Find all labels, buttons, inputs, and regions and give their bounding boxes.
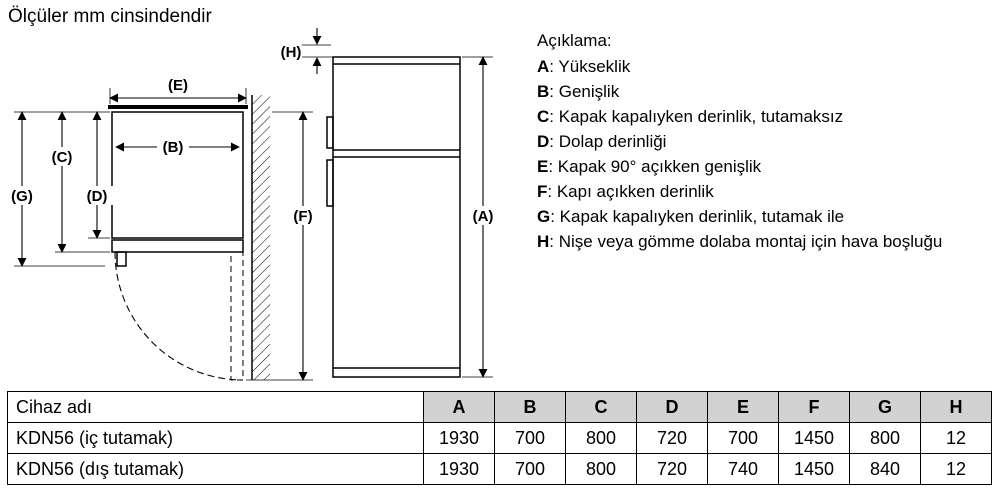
dim-label-F: (F) — [293, 208, 312, 225]
dim-C: (C) — [46, 111, 78, 253]
legend-text: : Dolap derinliği — [549, 132, 667, 151]
legend-item-A: A: Yükseklik — [537, 54, 967, 79]
door-swing-arc — [114, 251, 244, 381]
dimensions-table: Cihaz adı A B C D E F G H KDN56 (iç tuta… — [7, 391, 992, 485]
header-col-B: B — [494, 391, 566, 423]
header-col-D: D — [636, 391, 708, 423]
value-G: 800 — [849, 422, 921, 454]
legend-title: Açıklama: — [537, 31, 612, 50]
top-view: (E) (B) — [6, 77, 319, 381]
legend-letter: B — [537, 82, 550, 101]
legend-item-H: H: Nişe veya gömme dolaba montaj için ha… — [537, 229, 967, 254]
value-G: 840 — [849, 453, 921, 485]
dim-label-B: (B) — [163, 139, 184, 156]
legend: Açıklama: A: Yükseklik B: Genişlik C: Ka… — [537, 28, 967, 254]
upper-door-handle — [326, 116, 334, 149]
legend-text: : Kapı açıkken derinlik — [547, 182, 714, 201]
legend-text: : Genişlik — [549, 82, 620, 101]
legend-item-C: C: Kapak kapalıyken derinlik, tutamaksız — [537, 104, 967, 129]
value-F: 1450 — [778, 422, 850, 454]
value-C: 800 — [565, 422, 637, 454]
legend-text: : Kapak 90° açıkken genişlik — [548, 157, 762, 176]
value-H: 12 — [920, 422, 992, 454]
door-handle — [116, 251, 127, 267]
value-B: 700 — [494, 422, 566, 454]
fridge-outline — [332, 56, 461, 378]
dimension-diagram: (E) (B) — [6, 28, 500, 381]
dim-label-A: (A) — [473, 208, 494, 225]
door-open-outline — [230, 251, 244, 381]
header-col-C: C — [565, 391, 637, 423]
dim-D: (D) — [81, 111, 113, 239]
cabinet-top-outline — [111, 111, 244, 239]
dim-G: (G) — [6, 111, 38, 267]
legend-letter: D — [537, 132, 550, 151]
value-A: 1930 — [423, 453, 495, 485]
legend-item-D: D: Dolap derinliği — [537, 129, 967, 154]
dim-label-G: (G) — [11, 188, 33, 205]
header-device-name: Cihaz adı — [7, 391, 424, 423]
header-col-H: H — [920, 391, 992, 423]
header-col-A: A — [423, 391, 495, 423]
header-col-F: F — [778, 391, 850, 423]
dim-A: (A) — [462, 56, 500, 378]
dim-B: (B) — [115, 138, 240, 156]
legend-text: : Nişe veya gömme dolaba montaj için hav… — [549, 232, 943, 251]
table-row: KDN56 (iç tutamak) 1930 700 800 720 700 … — [7, 422, 992, 454]
legend-item-G: G: Kapak kapalıyken derinlik, tutamak il… — [537, 204, 967, 229]
value-E: 700 — [707, 422, 779, 454]
dim-label-D: (D) — [87, 188, 108, 205]
legend-item-E: E: Kapak 90° açıkken genişlik — [537, 154, 967, 179]
legend-text: : Kapak kapalıyken derinlik, tutamaksız — [549, 107, 844, 126]
value-F: 1450 — [778, 453, 850, 485]
value-B: 700 — [494, 453, 566, 485]
value-A: 1930 — [423, 422, 495, 454]
value-C: 800 — [565, 453, 637, 485]
dim-E: (E) — [109, 77, 247, 104]
value-E: 740 — [707, 453, 779, 485]
table-header-row: Cihaz adı A B C D E F G H — [7, 391, 992, 423]
legend-letter: E — [537, 157, 549, 176]
device-name: KDN56 (dış tutamak) — [7, 453, 424, 485]
table-row: KDN56 (dış tutamak) 1930 700 800 720 740… — [7, 453, 992, 485]
value-D: 720 — [636, 453, 708, 485]
lower-door-handle — [326, 159, 334, 207]
legend-letter: F — [537, 182, 548, 201]
dim-label-C: (C) — [52, 149, 73, 166]
value-H: 12 — [920, 453, 992, 485]
legend-letter: H — [537, 232, 550, 251]
legend-letter: G — [537, 207, 551, 226]
header-col-G: G — [849, 391, 921, 423]
legend-letter: A — [537, 57, 550, 76]
door-closed-outline — [111, 239, 244, 253]
side-view: (H) (A) — [281, 28, 500, 378]
header-col-E: E — [707, 391, 779, 423]
dim-label-E: (E) — [168, 77, 188, 94]
wall-hatching — [251, 95, 270, 380]
dim-H: (H) — [281, 28, 333, 74]
legend-item-F: F: Kapı açıkken derinlik — [537, 179, 967, 204]
legend-item-B: B: Genişlik — [537, 79, 967, 104]
legend-letter: C — [537, 107, 550, 126]
legend-text: : Yükseklik — [549, 57, 631, 76]
legend-text: : Kapak kapalıyken derinlik, tutamak ile — [550, 207, 845, 226]
dim-label-H: (H) — [281, 44, 302, 61]
units-note: Ölçüler mm cinsindendir — [8, 6, 212, 27]
value-D: 720 — [636, 422, 708, 454]
device-name: KDN56 (iç tutamak) — [7, 422, 424, 454]
dim-F: (F) — [287, 111, 319, 381]
